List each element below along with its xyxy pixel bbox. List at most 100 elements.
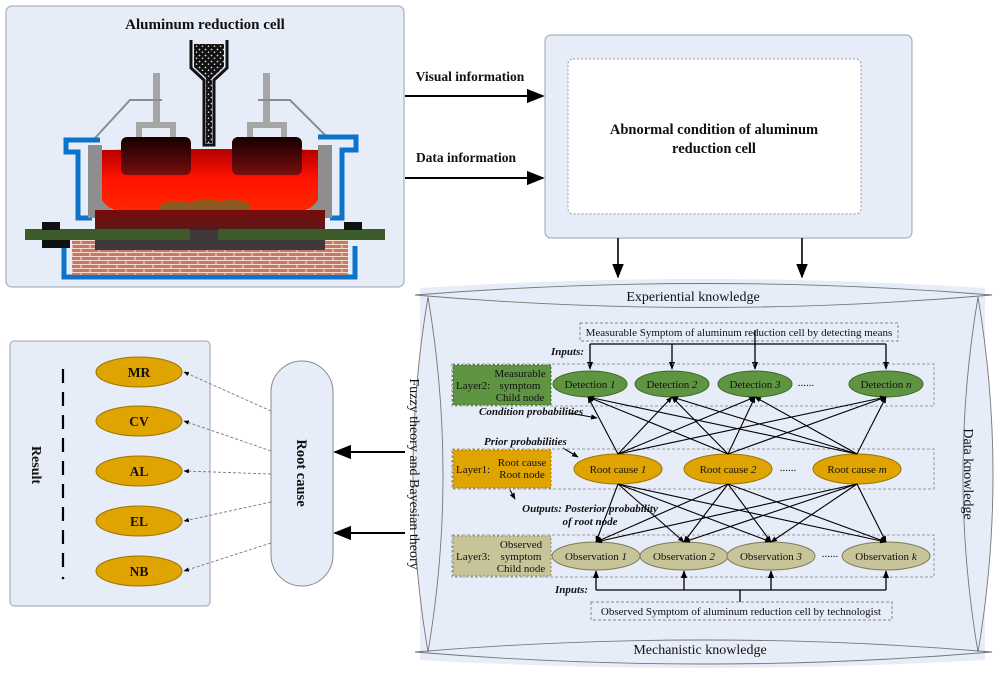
detection-node-1-index: 1 bbox=[610, 379, 616, 391]
visual-information-label: Visual information bbox=[416, 69, 525, 84]
svg-text:Root cause 2: Root cause 2 bbox=[700, 464, 757, 476]
edge-rc2-obs1 bbox=[595, 483, 729, 543]
observation-node-2-index: 2 bbox=[710, 551, 716, 563]
root-causes-ellipsis: ...... bbox=[780, 462, 797, 474]
layer1-line2: Root node bbox=[499, 469, 545, 481]
layer2-line1: Measurable bbox=[494, 368, 545, 380]
edge-rc2-det3 bbox=[727, 396, 756, 455]
detection-node-2: Detection 2 bbox=[634, 370, 710, 398]
data-information-label: Data information bbox=[416, 150, 517, 165]
result-link-al bbox=[183, 469, 272, 475]
result-label: Result bbox=[28, 446, 43, 484]
result-item-el: EL bbox=[95, 505, 183, 537]
result-link-cv bbox=[183, 420, 272, 452]
reduction-cell-illustration bbox=[25, 40, 385, 280]
edge-rc1-obs1 bbox=[595, 483, 619, 543]
edge-rc1-det3 bbox=[617, 396, 756, 455]
observation-node-3: Observation 3 bbox=[726, 541, 816, 571]
layer3-line3: Child node bbox=[497, 563, 546, 575]
edge-rc1-det1 bbox=[587, 396, 619, 455]
layer1-frame bbox=[451, 448, 935, 490]
information-flows: Visual information Data information bbox=[405, 69, 545, 186]
mechanistic-knowledge-label: Mechanistic knowledge bbox=[633, 643, 766, 658]
root-cause-node-2-label: Root cause bbox=[700, 464, 751, 476]
cell-panel: Aluminum reduction cell bbox=[5, 5, 405, 288]
svg-text:Observation 3: Observation 3 bbox=[740, 551, 803, 563]
edge-rc2-det2 bbox=[671, 396, 729, 455]
abnormal-condition-title-line2: reduction cell bbox=[672, 141, 756, 157]
inputs-label-bottom: Inputs: bbox=[554, 584, 588, 596]
layer2-frame bbox=[451, 363, 935, 407]
detection-node-3-index: 3 bbox=[774, 379, 781, 391]
root-cause-node-3-index: m bbox=[879, 464, 887, 476]
root-cause-node-3: Root cause m bbox=[812, 453, 902, 485]
edge-rc2-obs2 bbox=[683, 483, 729, 543]
edge-rc3-obs4 bbox=[856, 483, 887, 543]
layer3-tag: Layer3: bbox=[456, 551, 490, 563]
data-knowledge-label: Data knowledge bbox=[960, 428, 975, 519]
observation-node-1: Observation 1 bbox=[551, 541, 641, 571]
measurable-symptom-source: Measurable Symptom of aluminum reduction… bbox=[586, 327, 893, 339]
observations-ellipsis: ...... bbox=[822, 548, 839, 560]
result-item-label: CV bbox=[129, 414, 149, 429]
svg-text:Detection 2: Detection 2 bbox=[646, 379, 698, 391]
result-item-label: AL bbox=[130, 464, 149, 479]
layer1-tag: Layer1: bbox=[456, 464, 490, 476]
result-item-cv: CV bbox=[95, 405, 183, 437]
detection-node-3-label: Detection bbox=[729, 379, 775, 391]
layer2-label-box bbox=[452, 364, 552, 406]
anode-block-icon bbox=[232, 137, 302, 175]
edge-rc1-det2 bbox=[617, 396, 673, 455]
observation-node-3-index: 3 bbox=[796, 551, 803, 563]
svg-text:Detection 3: Detection 3 bbox=[729, 379, 781, 391]
outputs-label-line1: Outputs: Posterior probability bbox=[522, 503, 658, 515]
edge-rc3-det1 bbox=[587, 395, 858, 455]
layer2-line2: symptom bbox=[500, 380, 541, 392]
detection-node-3: Detection 3 bbox=[717, 370, 793, 398]
layer3-frame bbox=[451, 534, 935, 578]
detection-node-4-label: Detection bbox=[860, 379, 906, 391]
root-cause-node-1: Root cause 1 bbox=[573, 453, 663, 485]
svg-text:Observation k: Observation k bbox=[855, 551, 918, 563]
edge-rc3-det2 bbox=[671, 396, 858, 455]
observation-node-3-label: Observation bbox=[740, 551, 797, 563]
observation-node-1-index: 1 bbox=[622, 551, 628, 563]
observation-node-2-label: Observation bbox=[653, 551, 710, 563]
condition-probabilities-label: Condition probabilities bbox=[479, 406, 583, 418]
observed-symptom-source: Observed Symptom of aluminum reduction c… bbox=[601, 606, 881, 618]
root-cause-node-1-label: Root cause bbox=[590, 464, 641, 476]
detection-node-2-label: Detection bbox=[646, 379, 692, 391]
edge-rc1-obs2 bbox=[617, 483, 685, 543]
layer3-line1: Observed bbox=[500, 539, 543, 551]
result-item-label: NB bbox=[130, 564, 149, 579]
layer1-label-box bbox=[452, 449, 552, 489]
root-cause-node-2-index: 2 bbox=[751, 464, 757, 476]
fuzzy-bayesian-theory-label: Fuzzy theory and Bayesian theory bbox=[406, 378, 421, 569]
root-cause-node-2: Root cause 2 bbox=[683, 453, 773, 485]
steel-shell-icon bbox=[61, 134, 359, 280]
result-item-nb: NB bbox=[95, 555, 183, 587]
svg-text:Root cause m: Root cause m bbox=[827, 464, 886, 476]
layer2-tag: Layer2: bbox=[456, 380, 490, 392]
root-cause-node-3-label: Root cause bbox=[827, 464, 878, 476]
abnormal-condition-box: Abnormal condition of aluminum reduction… bbox=[544, 34, 913, 239]
layer2-line3: Child node bbox=[496, 392, 545, 404]
layer3-label-box bbox=[452, 535, 552, 577]
anode-block-icon bbox=[121, 137, 191, 175]
detections-ellipsis: ...... bbox=[798, 377, 815, 389]
inputs-label-top: Inputs: bbox=[550, 346, 584, 358]
svg-text:Root cause 1: Root cause 1 bbox=[590, 464, 647, 476]
experiential-knowledge-label: Experiential knowledge bbox=[626, 290, 759, 305]
layer3-line2: symptom bbox=[501, 551, 542, 563]
observation-node-1-label: Observation bbox=[565, 551, 622, 563]
result-item-label: EL bbox=[130, 514, 148, 529]
cell-panel-title: Aluminum reduction cell bbox=[125, 17, 285, 33]
edge-rc3-det4 bbox=[856, 396, 887, 455]
edge-rc3-obs3 bbox=[770, 483, 858, 543]
edge-rc1-obs4 bbox=[617, 483, 887, 544]
outputs-label-line2: of root node bbox=[563, 516, 618, 528]
edge-rc3-det3 bbox=[754, 396, 858, 455]
observation-node-4-index: k bbox=[912, 551, 918, 563]
